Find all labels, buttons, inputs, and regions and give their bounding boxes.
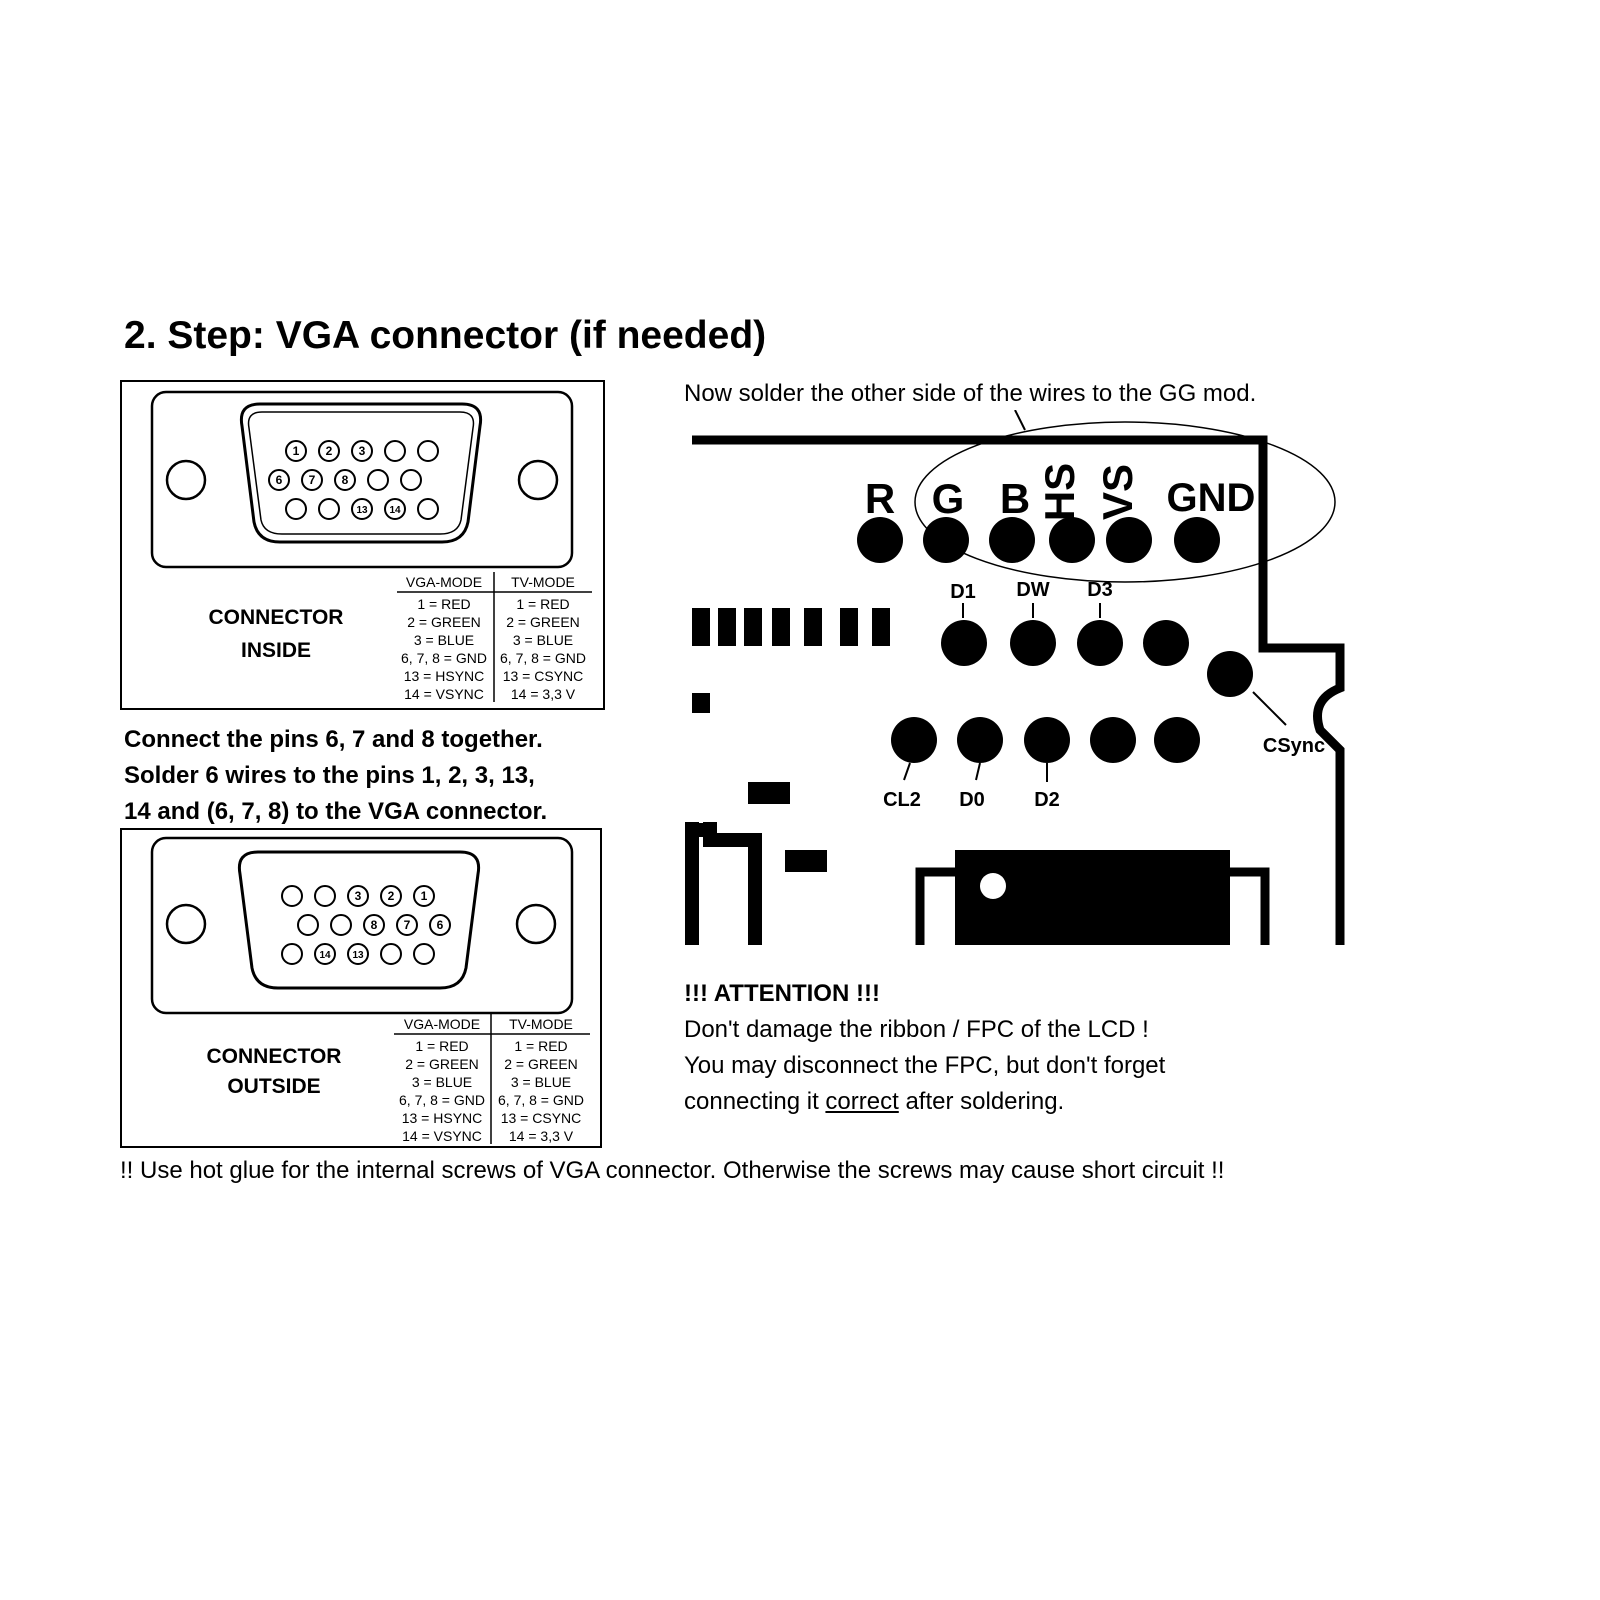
page-title: 2. Step: VGA connector (if needed) [124, 314, 767, 357]
board-outline [692, 435, 1345, 945]
table-cell: 6, 7, 8 = GND [401, 650, 487, 666]
attention-line: Don't damage the ribbon / FPC of the LCD… [684, 1016, 1149, 1043]
connector-label: CONNECTOR [209, 606, 344, 629]
attention-text: after soldering. [898, 1088, 1065, 1115]
pin-label: 8 [371, 918, 378, 932]
table-header: TV-MODE [509, 1016, 573, 1032]
pin-array [281, 885, 451, 965]
pad-label-d1: D1 [950, 581, 976, 603]
table-header: TV-MODE [511, 574, 575, 590]
pin-label: 2 [326, 444, 333, 458]
table-cell: 6, 7, 8 = GND [498, 1092, 584, 1108]
mount-hole-right [517, 459, 559, 501]
mount-hole-left [165, 459, 207, 501]
pad-label-d0: D0 [959, 789, 985, 811]
instruction-line: Solder 6 wires to the pins 1, 2, 3, 13, [124, 762, 535, 789]
table-cell: 14 = 3,3 V [509, 1128, 574, 1144]
connector-label: INSIDE [241, 639, 311, 662]
smd-components [692, 608, 890, 872]
table-cell: 1 = RED [417, 596, 470, 612]
pad-label-d2: D2 [1034, 789, 1060, 811]
pad-label-b: B [1000, 475, 1030, 522]
pin-label: 3 [359, 444, 366, 458]
instruction-line: Connect the pins 6, 7 and 8 together. [124, 726, 543, 753]
pad-label-vs: VS [1094, 464, 1141, 520]
pad-label-gnd: GND [1167, 476, 1256, 520]
pin-label: 1 [421, 889, 428, 903]
table-cell: 1 = RED [415, 1038, 468, 1054]
pad-label-cl2: CL2 [883, 789, 921, 811]
connector-inside-drawing: 1 2 3 6 7 8 13 14 CONNECTOR INSIDE VGA-M… [150, 390, 592, 702]
table-cell: 6, 7, 8 = GND [500, 650, 586, 666]
pin-label: 2 [388, 889, 395, 903]
chip-dot [980, 873, 1006, 899]
table-cell: 14 = 3,3 V [511, 686, 576, 702]
pad-label-g: G [932, 475, 965, 522]
pin-label: 14 [389, 505, 401, 516]
pad-row-middle [941, 620, 1253, 697]
mount-hole-left [165, 903, 207, 945]
table-cell: 14 = VSYNC [404, 686, 484, 702]
pin-array [268, 440, 439, 520]
connector-outside-drawing: 3 2 1 8 7 6 14 13 CONNECTOR OUTSIDE VGA-… [150, 836, 590, 1144]
board-caption: Now solder the other side of the wires t… [684, 380, 1257, 407]
connector-label: OUTSIDE [227, 1075, 320, 1098]
ic-chip [955, 850, 1230, 945]
table-cell: 1 = RED [516, 596, 569, 612]
table-cell: 13 = HSYNC [404, 668, 485, 684]
table-cell: 6, 7, 8 = GND [399, 1092, 485, 1108]
pin-label: 3 [355, 889, 362, 903]
table-cell: 13 = CSYNC [501, 1110, 582, 1126]
attention-emphasis: correct [825, 1088, 899, 1115]
table-cell: 3 = BLUE [511, 1074, 571, 1090]
connector-label: CONNECTOR [207, 1045, 342, 1068]
footer-warning: !! Use hot glue for the internal screws … [120, 1157, 1225, 1184]
mount-hole-right [515, 903, 557, 945]
pin-label: 7 [404, 918, 411, 932]
table-cell: 3 = BLUE [513, 632, 573, 648]
table-cell: 2 = GREEN [504, 1056, 578, 1072]
table-cell: 13 = CSYNC [503, 668, 584, 684]
table-header: VGA-MODE [406, 574, 482, 590]
pin-label: 6 [437, 918, 444, 932]
table-cell: 2 = GREEN [407, 614, 481, 630]
attention-heading: !!! ATTENTION !!! [684, 980, 880, 1007]
table-cell: 13 = HSYNC [402, 1110, 483, 1126]
connector-inside-panel: 1 2 3 6 7 8 13 14 CONNECTOR INSIDE VGA-M… [120, 380, 605, 710]
connector-outside-panel: 3 2 1 8 7 6 14 13 CONNECTOR OUTSIDE VGA-… [120, 828, 602, 1148]
pad-label-csync: CSync [1263, 735, 1325, 757]
pad-label-r: R [865, 475, 895, 522]
attention-line: You may disconnect the FPC, but don't fo… [684, 1052, 1166, 1079]
pad-row-bottom [891, 717, 1200, 763]
pad-label-d3: D3 [1087, 579, 1113, 601]
table-cell: 3 = BLUE [412, 1074, 472, 1090]
pad-label-hs: HS [1036, 463, 1083, 521]
pad-label-dw: DW [1016, 579, 1049, 601]
table-cell: 2 = GREEN [506, 614, 580, 630]
pin-label: 1 [293, 444, 300, 458]
pad-row-top [857, 517, 1220, 563]
attention-text: connecting it [684, 1088, 826, 1115]
attention-line: connecting it correct after soldering. [684, 1088, 1064, 1116]
pin-label: 13 [356, 505, 368, 516]
table-header: VGA-MODE [404, 1016, 480, 1032]
pin-label: 8 [342, 473, 349, 487]
pin-label: 13 [352, 950, 364, 961]
table-cell: 14 = VSYNC [402, 1128, 482, 1144]
pin-label: 7 [309, 473, 316, 487]
instruction-line: 14 and (6, 7, 8) to the VGA connector. [124, 798, 548, 825]
table-cell: 1 = RED [514, 1038, 567, 1054]
table-cell: 3 = BLUE [414, 632, 474, 648]
pin-label: 14 [319, 950, 331, 961]
gg-mod-board: R G B HS VS GND D1 DW D3 [685, 410, 1345, 945]
pad-group-outline [914, 421, 1336, 583]
table-cell: 2 = GREEN [405, 1056, 479, 1072]
pin-label: 6 [276, 473, 283, 487]
